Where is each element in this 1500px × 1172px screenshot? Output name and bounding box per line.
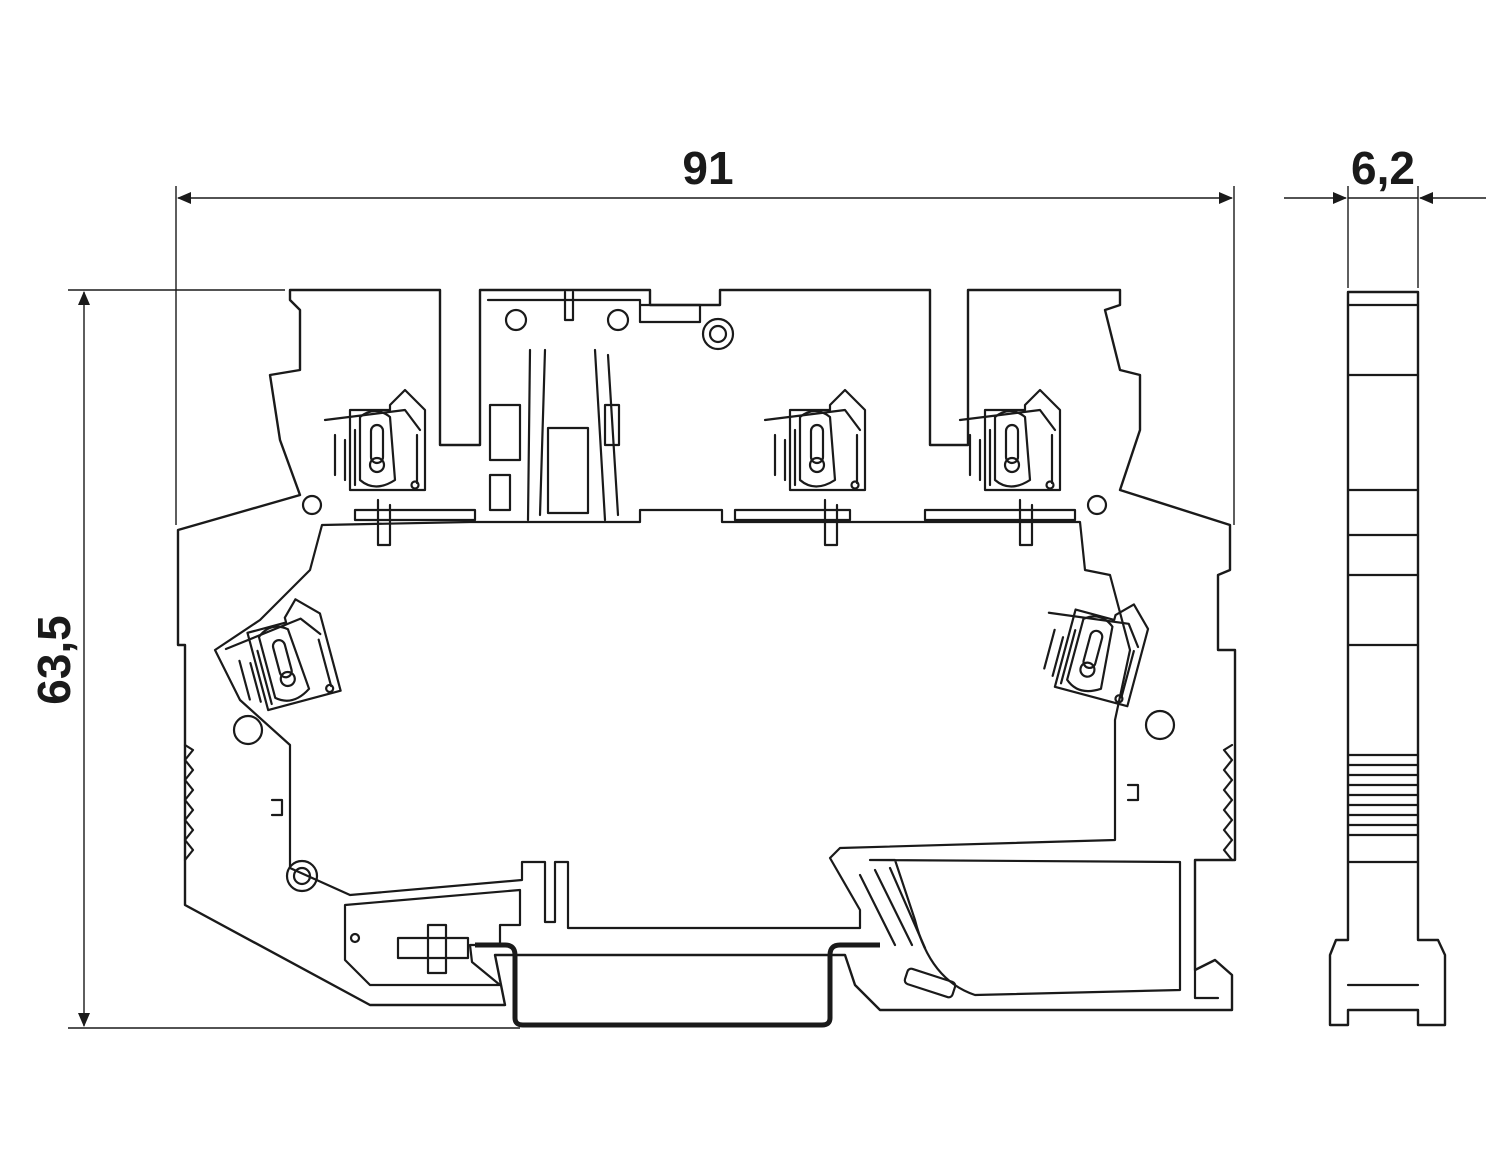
screw-hole-top-inner <box>708 324 728 344</box>
hole-right-mid <box>1144 709 1176 741</box>
grip-ribs-right <box>1222 743 1234 862</box>
side-grip-ribs <box>1346 753 1420 837</box>
latch-dot <box>349 932 361 944</box>
pin-2 <box>823 498 839 547</box>
height-dimension-label: 63,5 <box>28 615 80 705</box>
busbar-1 <box>353 508 477 522</box>
width-dimension-label: 91 <box>682 142 733 194</box>
test-socket-1 <box>504 308 528 332</box>
foot-right-slot <box>903 967 957 999</box>
hole-left-mid <box>232 714 264 746</box>
din-rail <box>475 942 880 1028</box>
grip-ribs-left <box>183 743 195 862</box>
center-slot-2 <box>546 426 590 515</box>
terminal-block-side-view <box>1328 290 1447 1027</box>
busbar-3 <box>923 508 1077 522</box>
foot-right-ribs <box>858 866 927 950</box>
screw-hole-top <box>701 317 735 351</box>
side-view-outline <box>1328 290 1447 1027</box>
pin-3 <box>1018 498 1034 547</box>
center-slot-1 <box>488 403 522 462</box>
thickness-dimension-label: 6,2 <box>1351 142 1415 194</box>
center-top-block <box>486 298 702 324</box>
pin-1 <box>376 498 392 547</box>
center-notch <box>563 290 575 322</box>
foot-right-hook <box>1193 968 1220 1000</box>
foot-latch-left <box>343 888 522 987</box>
hole-left-bottom-inner <box>292 866 312 886</box>
latch-slider <box>396 936 470 960</box>
busbar-2 <box>733 508 852 522</box>
center-slot-4 <box>488 473 512 512</box>
test-socket-2 <box>606 308 630 332</box>
hole-left-bottom <box>285 859 319 893</box>
terminal-block-front-view <box>176 288 1237 1012</box>
center-blade-left <box>526 348 547 522</box>
foot-right <box>868 858 1182 997</box>
latch-knob <box>426 923 448 975</box>
hole-left-top <box>301 494 323 516</box>
inner-cavity <box>213 508 1132 930</box>
tab-left <box>270 798 284 817</box>
center-blade-right <box>593 348 620 522</box>
housing-outline <box>176 288 1237 1012</box>
hole-right-top <box>1086 494 1108 516</box>
tab-right <box>1126 783 1140 802</box>
